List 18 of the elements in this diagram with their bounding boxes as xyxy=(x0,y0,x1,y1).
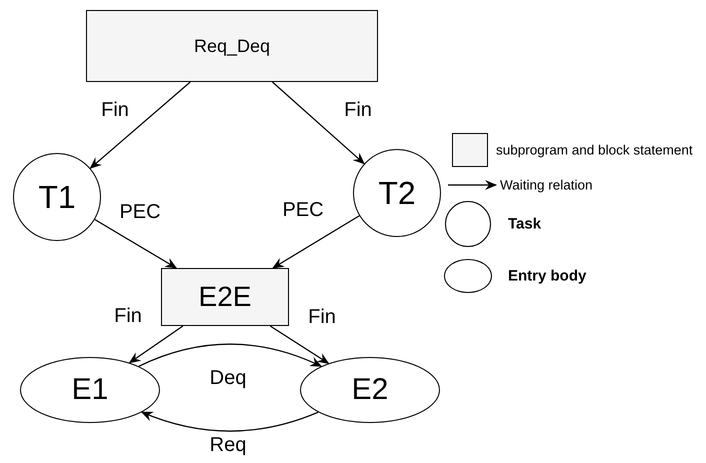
arrow xyxy=(138,344,322,367)
task-circle: T2 xyxy=(353,149,441,237)
arrow xyxy=(270,326,330,364)
legend-label: Task xyxy=(508,216,542,232)
arrow xyxy=(272,215,360,269)
legend-label: Waiting relation xyxy=(500,178,593,192)
entry-ellipse: E2 xyxy=(300,357,440,423)
arrow xyxy=(128,326,184,364)
arrow xyxy=(90,82,191,169)
process-box: E2E xyxy=(161,268,289,326)
legend-label: Entry body xyxy=(508,268,586,284)
entry-ellipse: E1 xyxy=(20,357,160,423)
task-circle: T1 xyxy=(13,153,101,241)
process-box: Req_Deq xyxy=(86,10,378,82)
legend-label: subprogram and block statement xyxy=(496,143,693,157)
arrow xyxy=(94,219,178,269)
arrow xyxy=(272,82,365,164)
arrow xyxy=(140,412,318,432)
